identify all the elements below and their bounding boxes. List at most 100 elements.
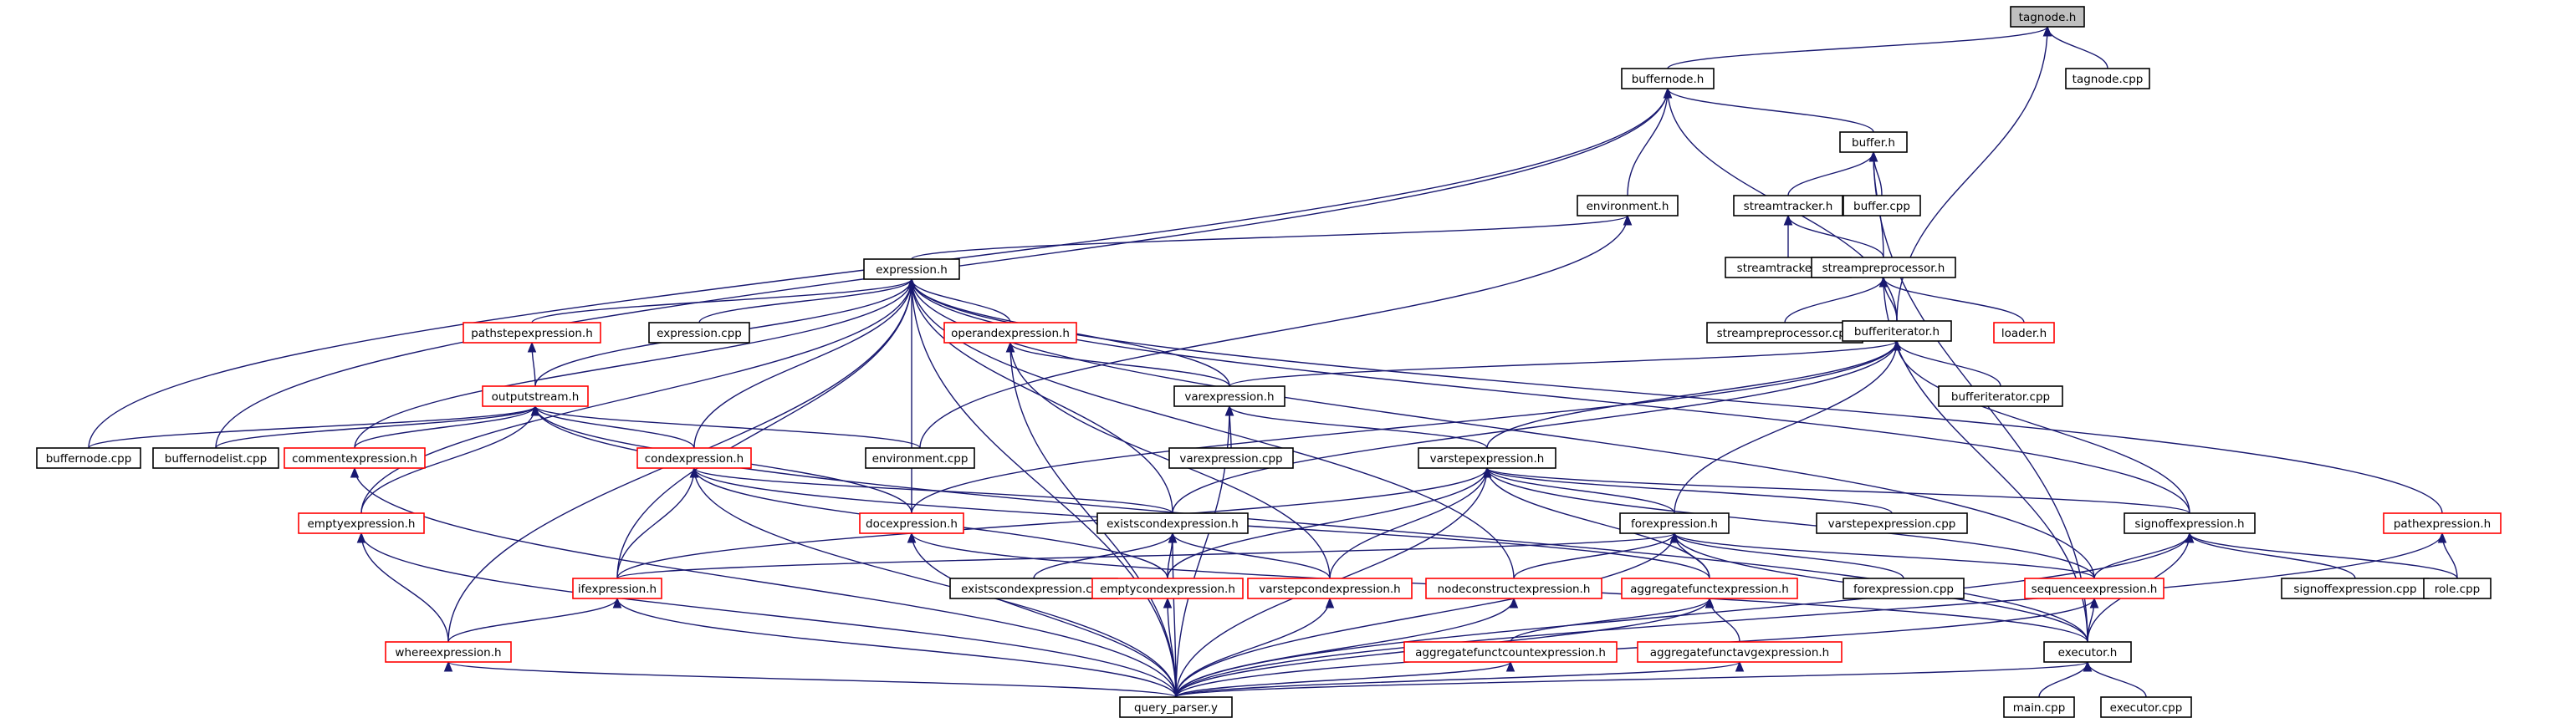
node-label: sequenceexpression.h [2032,583,2158,596]
dependency-edge [1175,660,2093,698]
graph-node-signoffexpression-cpp[interactable]: signoffexpression.cpp [2281,578,2430,599]
edge-line [1486,340,1898,449]
dependency-edge [2185,532,2356,579]
graph-node-role-cpp[interactable]: role.cpp [2423,578,2492,599]
dependency-edge [1783,214,1884,258]
graph-node-bufferiterator-cpp[interactable]: bufferiterator.cpp [1938,385,2063,407]
dependency-edge [447,597,622,643]
graph-node-expression-cpp[interactable]: expression.cpp [648,322,750,344]
arrow-head [356,532,366,543]
graph-node-varexpression-h[interactable]: varexpression.h [1173,385,1285,407]
dependency-edge [1163,597,1177,698]
graph-node-bufferiterator-h[interactable]: bufferiterator.h [1842,320,1952,342]
edge-line [1896,340,2001,387]
node-label: tagnode.cpp [2073,73,2144,86]
edge-line [447,661,1177,698]
node-box [865,447,975,469]
graph-node-emptyexpression-h[interactable]: emptyexpression.h [298,512,425,534]
edge-line [911,215,1628,260]
graph-node-docexpression-h[interactable]: docexpression.h [859,512,964,534]
node-box [2383,512,2502,534]
edge-line [1167,598,1177,698]
graph-node-existscondexpression-h[interactable]: existscondexpression.h [1096,512,1249,534]
edge-line [360,532,1177,698]
arrow-head [1505,660,1515,672]
node-label: buffer.h [1852,136,1895,150]
edge-line [693,467,1177,698]
graph-node-nodeconstructexpression-h[interactable]: nodeconstructexpression.h [1425,578,1602,599]
graph-node-emptycondexpression-h[interactable]: emptycondexpression.h [1091,578,1244,599]
graph-node-aggregatefunctcountexpression-h[interactable]: aggregatefunctcountexpression.h [1403,641,1618,663]
graph-node-buffernode-cpp[interactable]: buffernode.cpp [36,447,141,469]
edge-line [1486,467,2095,579]
dependency-edge [530,405,2088,643]
dependency-edge [616,466,699,579]
edge-line [911,532,1177,698]
edge-line [693,278,912,449]
graph-node-varstepexpression-h[interactable]: varstepexpression.h [1418,447,1556,469]
graph-node-forexpression-h[interactable]: forexpression.h [1619,512,1730,534]
graph-node-outputstream-h[interactable]: outputstream.h [482,385,589,407]
graph-node-whereexpression-h[interactable]: whereexpression.h [385,641,512,663]
graph-node-streampreprocessor-cpp[interactable]: streampreprocessor.cpp [1706,322,1863,344]
node-box [1843,578,1965,599]
graph-node-expression-h[interactable]: expression.h [863,258,960,280]
node-label: signoffexpression.h [2134,517,2244,531]
graph-node-query-parser-y[interactable]: query_parser.y [1119,696,1233,718]
dependency-edge [1224,405,1488,449]
edge-line [1667,88,1874,133]
graph-node-buffernodelist-cpp[interactable]: buffernodelist.cpp [152,447,279,469]
graph-node-executor-h[interactable]: executor.h [2043,641,2132,663]
graph-node-commentexpression-h[interactable]: commentexpression.h [284,447,426,469]
dependency-edge [1172,339,1902,514]
edge-line [1510,598,1710,643]
dependency-edge [1175,597,1335,698]
graph-node-tagnode-cpp[interactable]: tagnode.cpp [2065,68,2150,89]
graph-node-pathstepexpression-h[interactable]: pathstepexpression.h [463,322,601,344]
graph-node-pathexpression-h[interactable]: pathexpression.h [2383,512,2502,534]
graph-node-environment-cpp[interactable]: environment.cpp [865,447,975,469]
node-label: aggregatefunctcountexpression.h [1415,646,1606,659]
graph-node-varstepcondexpression-h[interactable]: varstepcondexpression.h [1247,578,1413,599]
node-box [1096,512,1249,534]
graph-node-forexpression-cpp[interactable]: forexpression.cpp [1843,578,1965,599]
node-box [572,578,662,599]
graph-node-executor-cpp[interactable]: executor.cpp [2100,696,2192,718]
graph-node-buffer-h[interactable]: buffer.h [1839,131,1908,153]
node-box [949,578,1118,599]
dependency-edge [1669,532,1904,579]
graph-node-signoffexpression-h[interactable]: signoffexpression.h [2124,512,2256,534]
graph-node-ifexpression-h[interactable]: ifexpression.h [572,578,662,599]
arrow-head [1705,597,1715,609]
graph-node-aggregatefunctavgexpression-h[interactable]: aggregatefunctavgexpression.h [1637,641,1843,663]
graph-node-varexpression-cpp[interactable]: varexpression.cpp [1168,447,1294,469]
graph-node-aggregatefunctexpression-h[interactable]: aggregatefunctexpression.h [1621,578,1798,599]
graph-node-main-cpp[interactable]: main.cpp [2003,696,2075,718]
graph-node-loader-h[interactable]: loader.h [1993,322,2055,344]
node-box [1425,578,1602,599]
arrow-head [1623,214,1633,226]
graph-node-buffer-cpp[interactable]: buffer.cpp [1843,195,1921,216]
graph-node-operandexpression-h[interactable]: operandexpression.h [943,322,1077,344]
graph-node-tagnode-h[interactable]: tagnode.h [2010,6,2085,28]
graph-node-buffernode-h[interactable]: buffernode.h [1621,68,1715,89]
dependency-edge [919,214,1633,449]
edge-line [911,278,2190,514]
node-box [385,641,512,663]
graph-node-existscondexpression-cpp[interactable]: existscondexpression.cpp [949,578,1118,599]
node-label: emptyexpression.h [308,517,416,531]
graph-node-streamtracker-h[interactable]: streamtracker.h [1733,195,1843,216]
node-box [859,512,964,534]
graph-node-streampreprocessor-h[interactable]: streampreprocessor.h [1811,257,1956,278]
arrow-head [1325,597,1335,609]
arrow-head [2083,660,2093,672]
graph-node-varstepexpression-cpp[interactable]: varstepexpression.cpp [1816,512,1968,534]
node-box [1247,578,1413,599]
graph-node-condexpression-h[interactable]: condexpression.h [636,447,752,469]
graph-node-sequenceexpression-h[interactable]: sequenceexpression.h [2024,578,2165,599]
node-label: signoffexpression.cpp [2293,583,2416,596]
edge-line [1787,215,1884,258]
graph-node-environment-h[interactable]: environment.h [1577,195,1679,216]
nodes-layer: tagnode.h tagnode.cpp buffernode.h buffer.h… [36,6,2502,718]
